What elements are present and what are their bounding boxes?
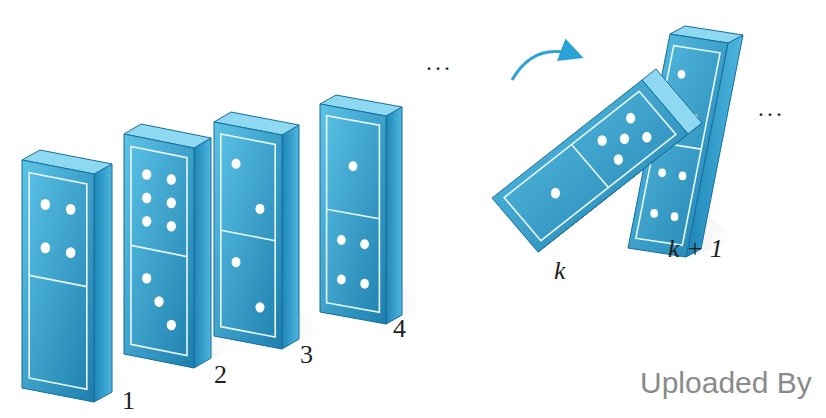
domino-pip — [66, 204, 76, 215]
domino-pip — [626, 113, 635, 124]
domino-pip — [167, 198, 176, 209]
domino-face — [22, 160, 94, 402]
domino — [214, 112, 299, 349]
domino-divider — [327, 209, 380, 219]
domino-inner-edge — [29, 173, 87, 389]
domino — [628, 26, 743, 257]
domino-pip — [41, 242, 51, 253]
domino-pip — [614, 154, 623, 165]
domino-pip — [598, 135, 607, 146]
domino — [320, 95, 402, 324]
domino-pip — [167, 320, 176, 331]
continuation-dots: ... — [426, 50, 453, 74]
domino-pip — [142, 216, 151, 227]
continuation-dots: ... — [758, 96, 785, 120]
domino-pip — [337, 274, 346, 284]
domino-pip — [255, 204, 264, 214]
domino-pip — [142, 273, 151, 284]
domino-pip — [551, 188, 560, 199]
domino-inner-edge — [131, 146, 187, 355]
fall-arrow — [512, 51, 578, 80]
domino-divider — [131, 245, 187, 256]
domino-pip — [232, 158, 241, 168]
watermark: Uploaded By — [640, 368, 812, 398]
domino-index: k — [554, 258, 566, 284]
domino — [124, 124, 211, 368]
domino-pip — [167, 221, 176, 232]
domino-number: 4 — [393, 316, 406, 342]
domino-pip — [678, 70, 686, 79]
domino-pip — [142, 193, 151, 204]
domino-pip — [66, 247, 76, 258]
domino-pip — [658, 168, 666, 177]
domino-inner-edge — [327, 116, 380, 313]
domino-pip — [360, 279, 369, 289]
domino-index: k + 1 — [668, 236, 723, 262]
domino-face — [320, 104, 386, 324]
domino-side — [94, 164, 112, 402]
domino-pip — [167, 174, 176, 185]
domino-pip — [154, 296, 163, 307]
domino-side — [386, 107, 402, 324]
domino — [22, 150, 112, 402]
domino-number: 3 — [300, 342, 313, 368]
domino-side — [282, 125, 299, 349]
domino-face — [124, 134, 194, 368]
domino-pip — [360, 239, 369, 249]
domino-pip — [41, 199, 51, 210]
domino-pip — [620, 134, 629, 145]
domino-pip — [650, 209, 658, 218]
domino-face — [492, 80, 688, 252]
domino — [492, 69, 702, 252]
domino-pip — [255, 302, 264, 312]
domino-number: 1 — [122, 388, 135, 414]
domino-inner-edge — [221, 134, 275, 337]
domino-pip — [671, 212, 679, 221]
domino-pip — [679, 172, 687, 181]
domino-pip — [337, 235, 346, 245]
domino-number: 2 — [214, 362, 227, 388]
domino-side — [194, 138, 211, 368]
domino-pip — [349, 161, 358, 171]
domino-pip — [142, 169, 151, 180]
domino-divider — [29, 275, 87, 286]
domino-divider — [572, 144, 609, 187]
domino-divider — [221, 230, 275, 240]
domino-pip — [232, 257, 241, 267]
domino-pip — [642, 132, 651, 143]
domino-face — [214, 122, 282, 349]
domino-inner-edge — [504, 91, 676, 240]
